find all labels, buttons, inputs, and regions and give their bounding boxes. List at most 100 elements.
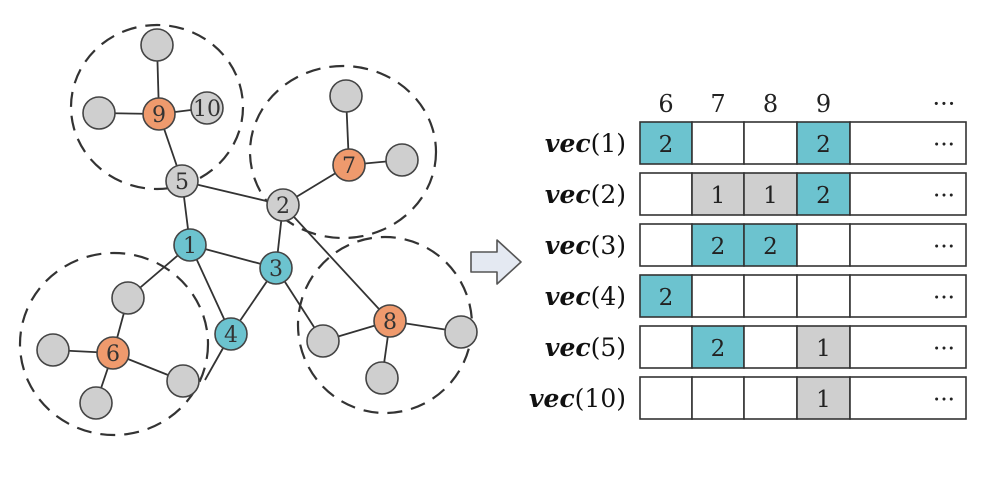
- graph-node: 5: [165, 164, 199, 198]
- cell-value: 2: [659, 132, 674, 158]
- table-cell: [743, 325, 798, 369]
- table-cell: [849, 121, 967, 165]
- node-label: 2: [276, 194, 290, 219]
- table-cell: [691, 376, 745, 420]
- graph-node: 1: [173, 228, 207, 262]
- node-label: 4: [224, 323, 238, 348]
- node-label: 10: [193, 97, 221, 122]
- row-label: vec(4): [545, 282, 626, 311]
- row-label-name: vec: [545, 282, 591, 311]
- node-circle: [306, 324, 340, 358]
- cell-value: 1: [816, 387, 831, 413]
- table-cell: [849, 274, 967, 318]
- cell-value: ···: [933, 285, 955, 311]
- row-label-index: (4): [591, 282, 626, 311]
- node-circle: [111, 281, 145, 315]
- node-circle: [365, 361, 399, 395]
- graph-node: [79, 386, 113, 420]
- graph-node: 3: [259, 251, 293, 285]
- graph-edge: [181, 180, 284, 206]
- column-header: ···: [933, 90, 956, 118]
- graph-node: [306, 324, 340, 358]
- node-circle: [444, 315, 478, 349]
- row-label: vec(1): [545, 129, 626, 158]
- node-label: 5: [175, 170, 189, 195]
- node-circle: [332, 148, 366, 182]
- table-cell: [849, 223, 967, 267]
- cell-value: 2: [711, 234, 726, 260]
- row-label-name: vec: [545, 333, 591, 362]
- table-cell: [796, 376, 851, 420]
- row-label-name: vec: [545, 180, 591, 209]
- graph-node: [385, 143, 419, 177]
- node-label: 1: [183, 234, 197, 259]
- table-cell: [639, 172, 693, 216]
- graph-node: [82, 96, 116, 130]
- column-header: 9: [816, 90, 831, 118]
- table-cell: [743, 223, 798, 267]
- column-header: 8: [763, 90, 778, 118]
- node-circle: [190, 91, 224, 125]
- row-label: vec(5): [545, 333, 626, 362]
- table-cell: [639, 376, 693, 420]
- right-arrow-icon: [470, 239, 522, 285]
- table-cell: [849, 325, 967, 369]
- graph-nodes: 1 2 3 4 5 6 7 8 9 10: [36, 28, 478, 420]
- graph-node: [444, 315, 478, 349]
- cell-value: 1: [711, 183, 726, 209]
- node-circle: [173, 228, 207, 262]
- graph-node: 9: [142, 97, 176, 131]
- table-cell: [796, 274, 851, 318]
- cell-value: ···: [933, 234, 955, 260]
- cell-value: 2: [816, 132, 831, 158]
- table-cell: [743, 121, 798, 165]
- node-circle: [165, 164, 199, 198]
- node-circle: [259, 251, 293, 285]
- node-circle: [140, 28, 174, 62]
- table-cell: [743, 172, 798, 216]
- row-label-index: (10): [575, 384, 626, 413]
- table-cell: [639, 121, 693, 165]
- community-circle: [248, 64, 438, 240]
- cell-value: 2: [816, 183, 831, 209]
- table-cell: [743, 274, 798, 318]
- table-cell: [639, 325, 693, 369]
- table-cell: [691, 325, 745, 369]
- graph-node: 2: [266, 188, 300, 222]
- node-circle: [329, 79, 363, 113]
- node-circle: [373, 304, 407, 338]
- node-circle: [82, 96, 116, 130]
- table-cell: [691, 172, 745, 216]
- column-header: 6: [658, 90, 673, 118]
- cell-value: ···: [933, 183, 955, 209]
- graph-node: [166, 364, 200, 398]
- table-cell: [691, 223, 745, 267]
- row-label-index: (1): [591, 129, 626, 158]
- table-cell: [796, 223, 851, 267]
- table-row: vec(2) 1 1 2 ···: [545, 172, 967, 216]
- node-circle: [385, 143, 419, 177]
- row-label-name: vec: [545, 129, 591, 158]
- graph-node: [111, 281, 145, 315]
- graph-node: 7: [332, 148, 366, 182]
- graph-node: 8: [373, 304, 407, 338]
- table-row: vec(4)2···: [545, 274, 967, 318]
- graph-node: [329, 79, 363, 113]
- node-circle: [166, 364, 200, 398]
- row-label-index: (2): [591, 180, 626, 209]
- row-label: vec(3): [545, 231, 626, 260]
- graph-node: 6: [96, 336, 130, 370]
- graph-node: [140, 28, 174, 62]
- graph-node: 4: [214, 317, 248, 351]
- row-label: vec(10): [529, 384, 626, 413]
- row-label-index: (3): [591, 231, 626, 260]
- cell-value: 1: [816, 336, 831, 362]
- table-cell: [691, 121, 745, 165]
- table-cell: [639, 223, 693, 267]
- cell-value: 1: [763, 183, 778, 209]
- node-circle: [214, 317, 248, 351]
